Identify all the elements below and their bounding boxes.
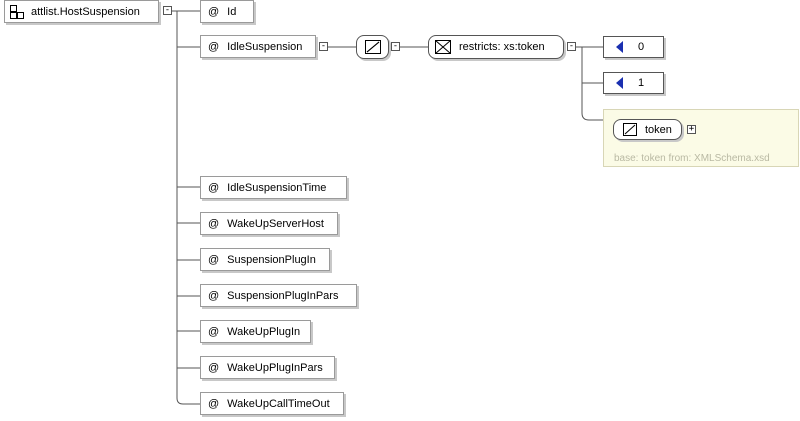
base-type-node[interactable]: token bbox=[613, 119, 682, 140]
attribute-idle-suspension-time[interactable]: @ IdleSuspensionTime bbox=[200, 176, 347, 199]
attribute-label: WakeUpServerHost bbox=[227, 217, 324, 230]
attribute-wake-up-plug-in-pars[interactable]: @ WakeUpPlugInPars bbox=[200, 356, 335, 379]
enumeration-icon bbox=[616, 41, 623, 53]
simple-type-collapse-toggle[interactable]: - bbox=[391, 41, 400, 51]
simple-type-icon bbox=[364, 40, 381, 54]
attribute-label: SuspensionPlugIn bbox=[227, 253, 316, 266]
attribute-label: Id bbox=[227, 5, 237, 18]
enumeration-value-1[interactable]: 1 bbox=[603, 72, 664, 94]
attribute-label: SuspensionPlugInPars bbox=[227, 289, 339, 302]
attribute-wake-up-plug-in[interactable]: @ WakeUpPlugIn bbox=[200, 320, 311, 343]
attribute-label: WakeUpPlugIn bbox=[227, 325, 301, 338]
enumeration-value-0[interactable]: 0 bbox=[603, 36, 664, 58]
restriction-label: restricts: xs:token bbox=[459, 41, 545, 53]
attribute-icon: @ bbox=[208, 5, 220, 18]
attribute-group-icon bbox=[10, 4, 24, 19]
attribute-icon: @ bbox=[208, 253, 220, 266]
attribute-icon: @ bbox=[208, 217, 220, 230]
attribute-icon: @ bbox=[208, 289, 220, 302]
base-type-panel: base: token from: XMLSchema.xsd bbox=[603, 109, 799, 167]
enumeration-label: 0 bbox=[638, 41, 645, 53]
attribute-idle-suspension[interactable]: @ IdleSuspension bbox=[200, 35, 316, 58]
attribute-suspension-plug-in-pars[interactable]: @ SuspensionPlugInPars bbox=[200, 284, 357, 307]
restriction-icon bbox=[435, 40, 451, 54]
simple-type-icon bbox=[623, 123, 637, 136]
root-label: attlist.HostSuspension bbox=[31, 5, 140, 18]
attribute-icon: @ bbox=[208, 325, 220, 338]
attribute-label: WakeUpCallTimeOut bbox=[227, 397, 330, 410]
attribute-wake-up-call-time-out[interactable]: @ WakeUpCallTimeOut bbox=[200, 392, 344, 415]
base-type-label: token bbox=[645, 123, 672, 136]
idle-suspension-collapse-toggle[interactable]: - bbox=[319, 41, 328, 51]
attribute-label: IdleSuspension bbox=[227, 40, 303, 53]
enumeration-label: 1 bbox=[638, 77, 645, 89]
attribute-label: WakeUpPlugInPars bbox=[227, 361, 323, 374]
attribute-suspension-plug-in[interactable]: @ SuspensionPlugIn bbox=[200, 248, 330, 271]
restriction-node[interactable]: restricts: xs:token bbox=[428, 35, 564, 59]
enumeration-icon bbox=[616, 77, 623, 89]
attribute-label: IdleSuspensionTime bbox=[227, 181, 327, 194]
attribute-icon: @ bbox=[208, 361, 220, 374]
attribute-icon: @ bbox=[208, 40, 220, 53]
base-type-expand-toggle[interactable]: + bbox=[687, 124, 696, 134]
attribute-icon: @ bbox=[208, 181, 220, 194]
base-type-note: base: token from: XMLSchema.xsd bbox=[614, 153, 770, 164]
attribute-icon: @ bbox=[208, 397, 220, 410]
root-attribute-group[interactable]: attlist.HostSuspension bbox=[4, 0, 159, 23]
root-collapse-toggle[interactable]: - bbox=[163, 5, 172, 15]
attribute-wake-up-server-host[interactable]: @ WakeUpServerHost bbox=[200, 212, 338, 235]
simple-type-node[interactable] bbox=[356, 35, 389, 59]
attribute-id[interactable]: @ Id bbox=[200, 0, 254, 23]
restriction-collapse-toggle[interactable]: - bbox=[567, 41, 576, 51]
